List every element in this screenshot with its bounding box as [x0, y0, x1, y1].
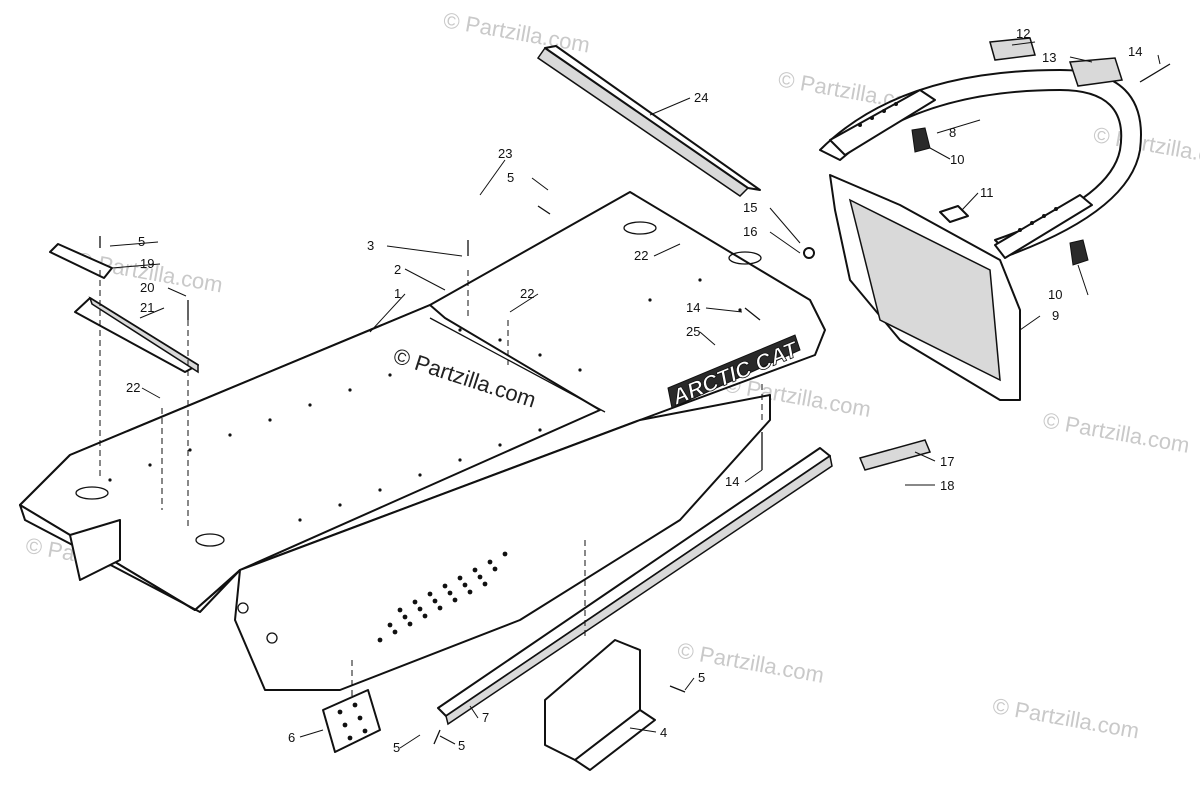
part-17-reflector	[858, 439, 932, 471]
part-10-clip	[1069, 239, 1089, 266]
callout-2: 2	[394, 262, 401, 277]
callout-8: 8	[949, 125, 956, 140]
callout-14: 14	[725, 474, 739, 489]
callout-21: 21	[140, 300, 154, 315]
callout-22: 22	[634, 248, 648, 263]
part-8-grab-bar	[819, 69, 1142, 259]
callout-12: 12	[1016, 26, 1030, 41]
watermark-text: © Partzilla.com	[442, 7, 592, 57]
part-1-tunnel	[19, 191, 826, 691]
callout-14: 14	[686, 300, 700, 315]
callout-19: 19	[140, 256, 154, 271]
callout-18: 18	[940, 478, 954, 493]
callout-10: 10	[950, 152, 964, 167]
callout-1: 1	[394, 286, 401, 301]
part-15-nut	[803, 247, 815, 259]
callout-22: 22	[520, 286, 534, 301]
part-11-nut-clip	[939, 205, 969, 223]
callout-5: 5	[138, 234, 145, 249]
tread-pattern	[858, 102, 1058, 232]
callout-13: 13	[1042, 50, 1056, 65]
part-7-rail-strip	[437, 447, 833, 726]
callout-5: 5	[507, 170, 514, 185]
watermark-text: © Partzilla.com	[126, 0, 276, 2]
part-9-rear-housing	[829, 174, 1021, 401]
part-12-decal	[989, 37, 1036, 61]
rivet-row	[108, 278, 742, 522]
callout-9: 9	[1052, 308, 1059, 323]
part-13-decal	[1068, 57, 1123, 87]
callout-16: 16	[743, 224, 757, 239]
callout-5: 5	[393, 740, 400, 755]
callout-4: 4	[660, 725, 667, 740]
callout-10: 10	[1048, 287, 1062, 302]
callout-15: 15	[743, 200, 757, 215]
part-6-backing-plate	[322, 689, 381, 753]
callout-6: 6	[288, 730, 295, 745]
part-24-decal-strip	[536, 45, 761, 197]
perforation-grid	[377, 551, 508, 643]
watermark-text: © Partzilla.com	[991, 693, 1141, 743]
part-10-clip	[911, 127, 931, 153]
callout-11: 11	[980, 185, 994, 200]
watermark-text: © Partzilla.com	[1091, 122, 1200, 172]
callout-25: 25	[686, 324, 700, 339]
leader-lines	[109, 41, 1161, 749]
callout-5: 5	[698, 670, 705, 685]
part-21-bracket	[74, 296, 199, 374]
callout-labels: 24 23 5 3 2 1 15 16 12 13 14 8 10 11 10 …	[126, 26, 1142, 755]
callout-24: 24	[694, 90, 708, 105]
callout-14: 14	[1128, 44, 1142, 59]
callout-7: 7	[482, 710, 489, 725]
part-4-bracket	[544, 639, 656, 771]
callout-3: 3	[367, 238, 374, 253]
callout-22: 22	[126, 380, 140, 395]
callout-17: 17	[940, 454, 954, 469]
callout-5: 5	[458, 738, 465, 753]
fasteners	[99, 63, 1171, 745]
watermark-text: © Partzilla.com	[1041, 407, 1191, 457]
callout-23: 23	[498, 146, 512, 161]
assembly-lines	[99, 270, 763, 700]
callout-20: 20	[140, 280, 154, 295]
